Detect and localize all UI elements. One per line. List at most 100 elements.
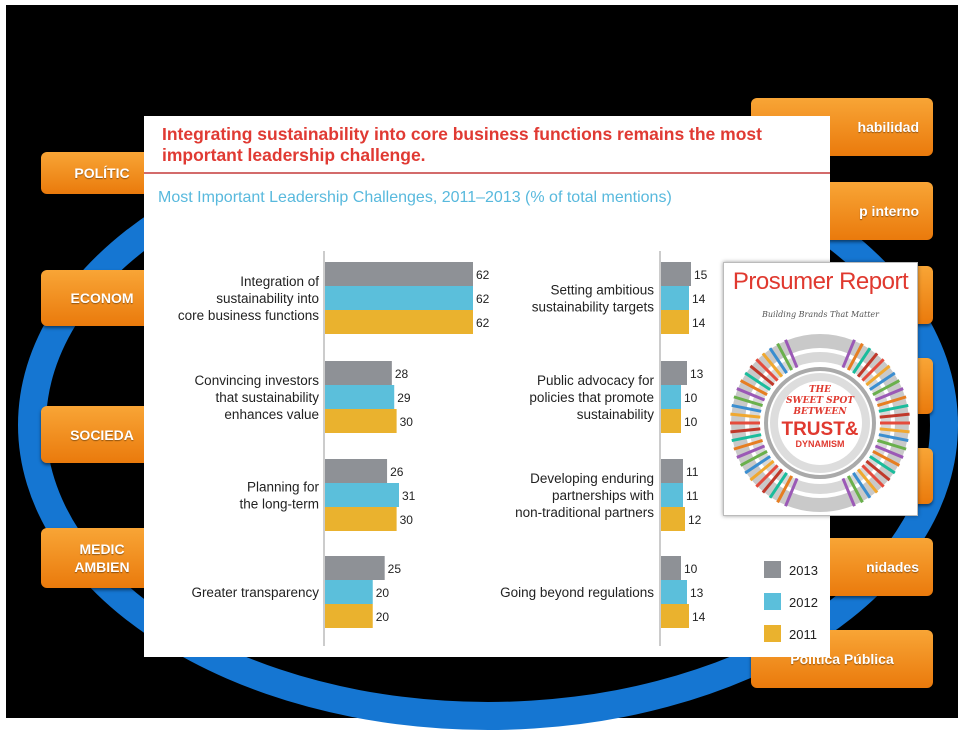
bar-2011 bbox=[661, 409, 681, 433]
cover-title: Prosumer Report bbox=[732, 268, 909, 295]
data-label-2013: 10 bbox=[684, 562, 698, 576]
cover-texture-stroke bbox=[761, 468, 784, 494]
legend-swatch-2013 bbox=[764, 561, 781, 578]
cover-texture-stroke bbox=[856, 468, 879, 494]
headline-divider bbox=[144, 172, 830, 174]
cover-texture-stroke bbox=[755, 358, 779, 382]
data-label-2013: 15 bbox=[694, 268, 708, 282]
cover-center-text: DYNAMISM bbox=[796, 439, 845, 449]
data-label-2011: 30 bbox=[400, 415, 414, 429]
report-cover: Prosumer Report Building Brands That Mat… bbox=[723, 262, 918, 516]
category-label: enhances value bbox=[224, 407, 319, 422]
data-label-2013: 28 bbox=[395, 367, 409, 381]
category-label: Greater transparency bbox=[191, 585, 319, 600]
cover-texture-stroke bbox=[861, 358, 885, 382]
cover-texture-stroke bbox=[874, 444, 904, 459]
cover-texture-stroke bbox=[730, 412, 761, 419]
cover-texture-stroke bbox=[852, 472, 872, 499]
medio-ambiente-button[interactable]: MEDIC AMBIEN bbox=[41, 528, 163, 588]
bar-2012 bbox=[325, 580, 373, 604]
category-label: the long-term bbox=[239, 497, 319, 512]
category-label: Going beyond regulations bbox=[500, 585, 654, 600]
cover-texture-stroke bbox=[731, 403, 762, 413]
cover-center-text: BETWEEN bbox=[792, 407, 847, 417]
cover-ring bbox=[764, 367, 876, 479]
cover-texture-stroke bbox=[731, 433, 762, 443]
cover-texture-stroke bbox=[776, 475, 794, 504]
bar-2013 bbox=[325, 459, 388, 483]
bar-2011 bbox=[325, 310, 473, 334]
data-label-2013: 11 bbox=[686, 465, 699, 479]
data-label-2013: 26 bbox=[390, 465, 404, 479]
data-label-2011: 14 bbox=[692, 316, 706, 330]
medio-label: MEDIC bbox=[79, 541, 125, 557]
category-label: that sustainability bbox=[215, 390, 319, 405]
cover-ring bbox=[770, 373, 870, 473]
cover-texture-stroke bbox=[878, 433, 909, 443]
cover-texture-stroke bbox=[733, 395, 764, 408]
category-label: sustainability targets bbox=[532, 300, 655, 315]
data-label-2012: 11 bbox=[686, 489, 699, 503]
category-label: Planning for bbox=[247, 480, 320, 495]
bar-2011 bbox=[661, 507, 685, 531]
bar-2011 bbox=[661, 604, 689, 628]
bar-2013 bbox=[325, 556, 385, 580]
data-label-2011: 12 bbox=[688, 513, 702, 527]
category-label: Integration of bbox=[240, 274, 319, 289]
data-label-2012: 14 bbox=[692, 292, 706, 306]
bar-2011 bbox=[325, 409, 397, 433]
category-label: sustainability bbox=[577, 407, 655, 422]
cover-texture-stroke bbox=[733, 438, 764, 451]
sociedad-button[interactable]: SOCIEDA bbox=[41, 406, 163, 463]
cover-texture-stroke bbox=[749, 364, 775, 387]
cover-texture-stroke bbox=[784, 339, 799, 369]
economia-button[interactable]: ECONOM bbox=[41, 270, 163, 326]
bar-2011 bbox=[325, 507, 397, 531]
data-label-2012: 10 bbox=[684, 391, 698, 405]
bar-2013 bbox=[325, 361, 392, 385]
politica-button[interactable]: POLÍTIC bbox=[41, 152, 163, 194]
cover-texture-stroke bbox=[879, 427, 910, 434]
cover-texture-stroke bbox=[852, 347, 872, 374]
cover-texture-stroke bbox=[784, 477, 799, 507]
legend-label-2011: 2011 bbox=[789, 627, 817, 642]
cover-texture-stroke bbox=[876, 395, 907, 408]
data-label-2013: 13 bbox=[690, 367, 704, 381]
bar-2011 bbox=[325, 604, 373, 628]
bar-2011 bbox=[661, 310, 689, 334]
politica-label: POLÍTIC bbox=[74, 165, 130, 181]
cover-texture-stroke bbox=[736, 444, 766, 459]
category-label: Developing enduring bbox=[530, 471, 654, 486]
data-label-2011: 30 bbox=[400, 513, 414, 527]
bar-2012 bbox=[661, 286, 689, 310]
data-label-2011: 62 bbox=[476, 316, 490, 330]
cover-texture-stroke bbox=[755, 464, 779, 488]
sustentabilidad-label: habilidad bbox=[857, 119, 919, 135]
cover-texture-stroke bbox=[744, 455, 771, 475]
ambiente-label: AMBIEN bbox=[74, 559, 130, 575]
data-label-2012: 31 bbox=[402, 489, 416, 503]
cover-texture-stroke bbox=[865, 364, 891, 387]
sociedad-label: SOCIEDA bbox=[70, 426, 134, 443]
bar-2013 bbox=[661, 361, 687, 385]
category-label: policies that promote bbox=[529, 390, 654, 405]
cover-center bbox=[780, 383, 860, 463]
data-label-2012: 13 bbox=[690, 586, 704, 600]
cover-texture-stroke bbox=[744, 371, 771, 391]
cover-texture-stroke bbox=[856, 352, 879, 378]
bar-2012 bbox=[661, 385, 681, 409]
cover-texture-stroke bbox=[730, 427, 761, 434]
cover-texture-stroke bbox=[869, 371, 896, 391]
category-label: Public advocacy for bbox=[537, 373, 655, 388]
economia-label: ECONOM bbox=[70, 290, 134, 306]
category-label: Convincing investors bbox=[194, 373, 319, 388]
data-label-2012: 29 bbox=[397, 391, 411, 405]
cover-center-text: SWEET SPOT bbox=[786, 396, 855, 406]
data-label-2011: 10 bbox=[684, 415, 698, 429]
data-label-2011: 14 bbox=[692, 610, 706, 624]
cover-texture-stroke bbox=[861, 464, 885, 488]
legend-swatch-2011 bbox=[764, 625, 781, 642]
